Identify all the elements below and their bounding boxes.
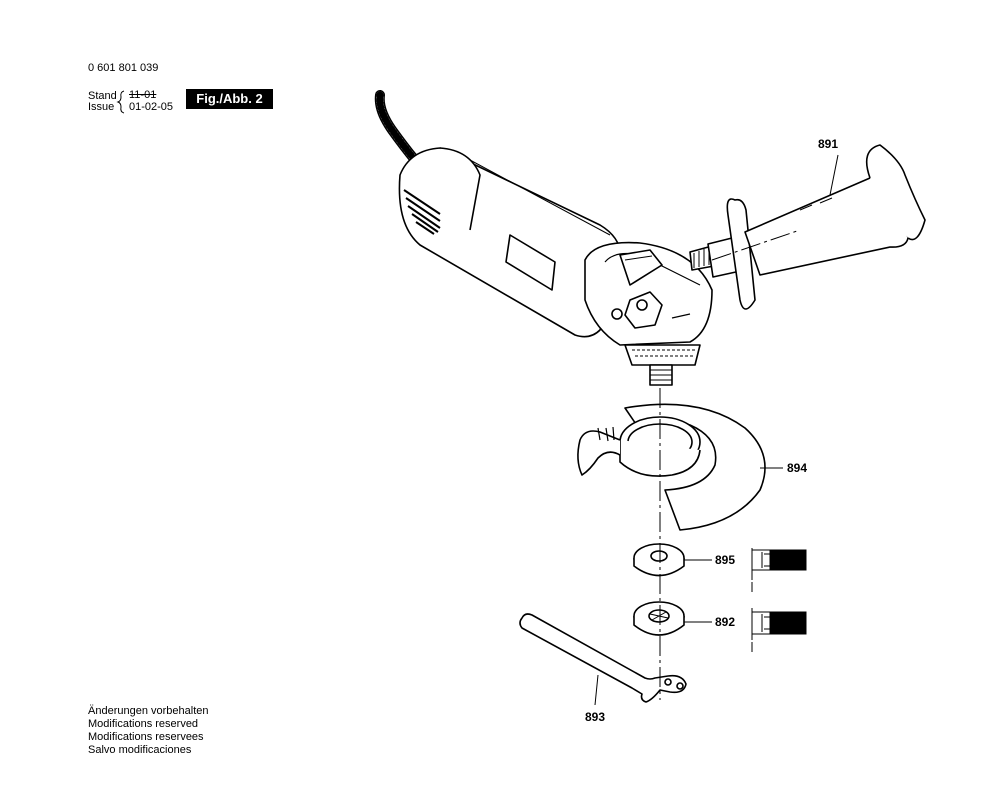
issue-value: 01-02-05 [129, 101, 174, 113]
part-number-892[interactable]: 892 [715, 615, 736, 629]
brace-icon [116, 90, 125, 114]
clamping-nut [633, 601, 685, 636]
footer-line-en: Modifications reserved [88, 718, 199, 730]
model-number: 0 601 801 039 [88, 62, 159, 74]
angle-grinder [398, 147, 713, 386]
power-cord [374, 90, 420, 165]
part-number-894[interactable]: 894 [787, 461, 808, 475]
flange-section-icon [751, 548, 807, 592]
footer-line-es: Salvo modificaciones [88, 744, 192, 756]
part-number-891[interactable]: 891 [818, 137, 839, 151]
auxiliary-handle [689, 144, 926, 310]
mounting-flange [633, 543, 685, 577]
stand-label: Stand [88, 90, 117, 102]
stand-value: 11-01 [129, 89, 157, 101]
part-number-895[interactable]: 895 [715, 553, 736, 567]
assembly-axis [659, 229, 801, 700]
footer-line-de: Änderungen vorbehalten [88, 705, 209, 717]
nut-section-icon [751, 608, 807, 652]
figure-label: Fig./Abb. 2 [186, 89, 273, 109]
issue-label: Issue [88, 101, 115, 113]
spanner [519, 613, 687, 703]
protective-guard [577, 403, 766, 531]
leader-lines [594, 154, 839, 706]
part-number-893[interactable]: 893 [585, 710, 606, 724]
footer-line-fr: Modifications reservees [88, 731, 204, 743]
